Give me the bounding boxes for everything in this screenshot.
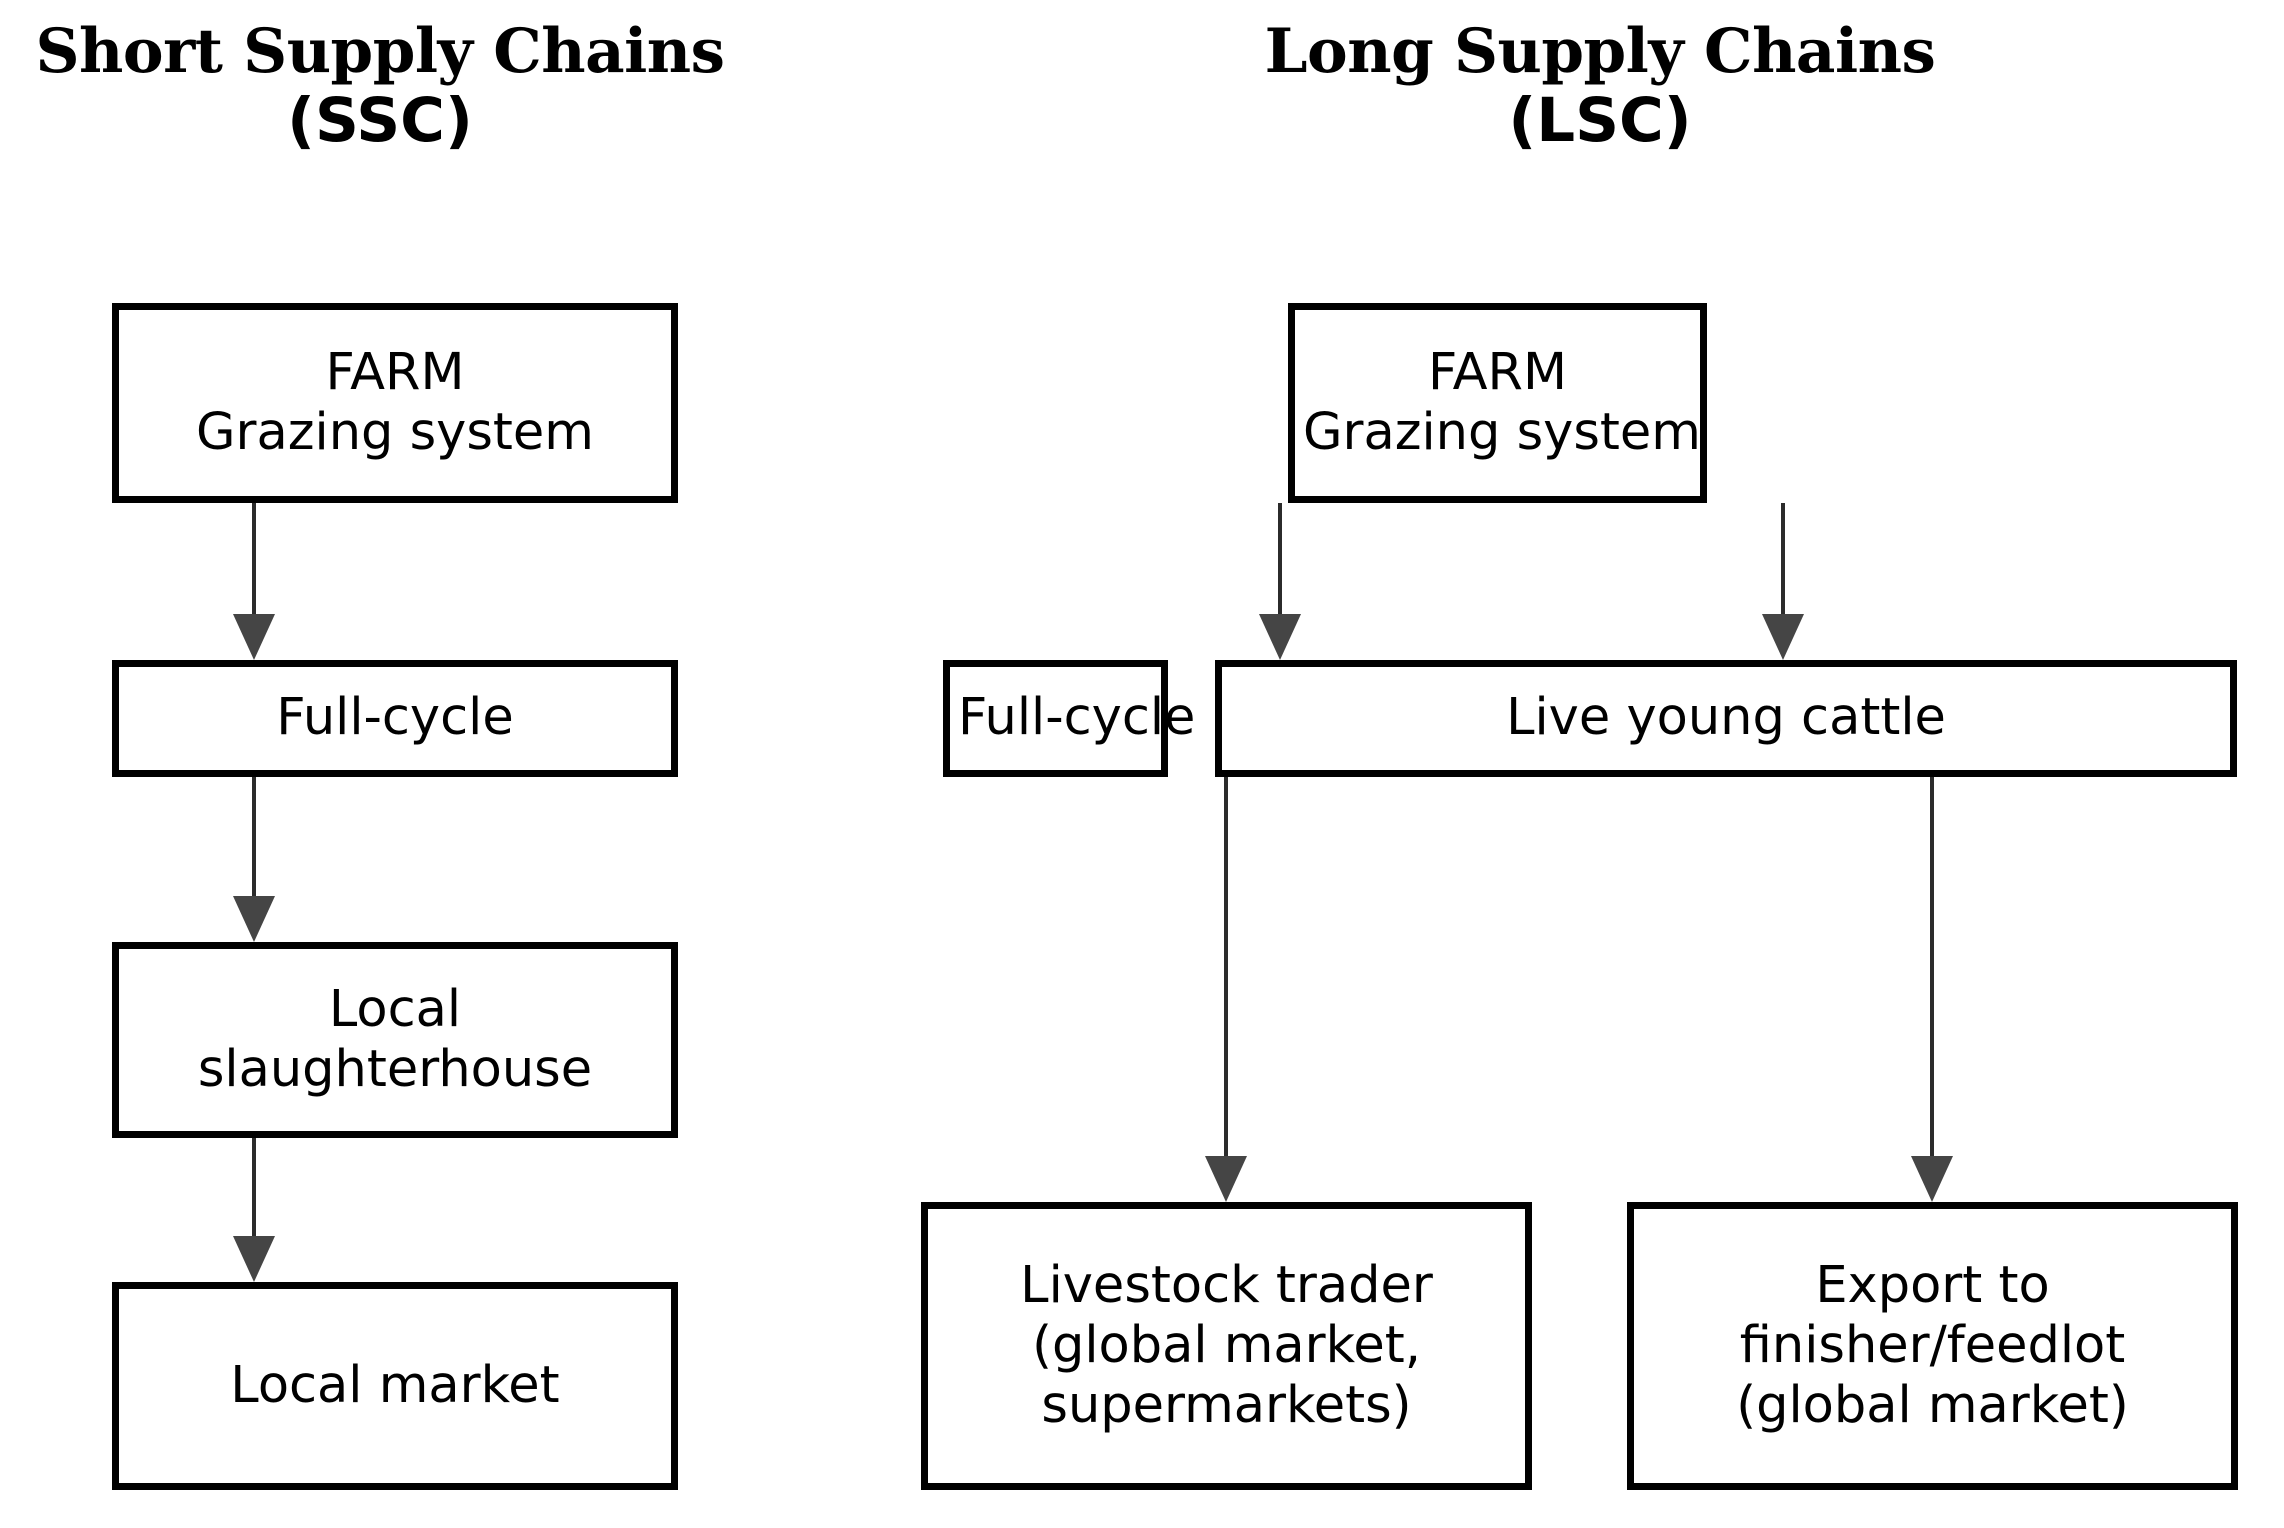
node-ssc-farm-line1: FARM — [325, 342, 465, 402]
ssc-title-abbreviation: (SSC) — [287, 85, 473, 157]
node-lsc-export-to-finisher[interactable]: Export to finisher/feedlot (global marke… — [1627, 1202, 2238, 1490]
node-lsc-live-young-cattle[interactable]: Live young cattle — [1215, 660, 2237, 777]
node-lsc-farm-line2: Grazing system — [1303, 403, 1701, 462]
node-lsc-trader-line2: (global market, — [1032, 1315, 1421, 1375]
node-lsc-export-line3: (global market) — [1736, 1376, 2129, 1436]
node-ssc-slaughterhouse-line2: slaughterhouse — [197, 1040, 593, 1099]
arrow-head — [1259, 614, 1301, 660]
node-ssc-local-market[interactable]: Local market — [112, 1282, 678, 1490]
arrow-stem — [1930, 777, 1934, 1156]
arrow-ssc-fullcycle-to-slaughterhouse — [112, 777, 396, 942]
node-lsc-full-cycle[interactable]: Full-cycle — [943, 660, 1196, 777]
node-ssc-local-slaughterhouse[interactable]: Local slaughterhouse — [112, 942, 678, 1138]
node-lsc-farm-line1: FARM — [1428, 342, 1567, 402]
arrow-head — [233, 1236, 275, 1282]
node-ssc-slaughterhouse-line1: Local — [328, 979, 462, 1039]
arrow-lsc-livecattle-to-export — [1879, 777, 1985, 1202]
node-ssc-farm-line2: Grazing system — [196, 403, 594, 462]
arrow-ssc-slaughterhouse-to-market — [112, 1138, 396, 1282]
column-title-lsc: Long Supply Chains (LSC) — [1190, 20, 2010, 153]
arrow-stem — [1278, 503, 1282, 614]
ssc-title-main: Short Supply Chains — [35, 16, 726, 87]
arrow-lsc-farm-to-livecattle — [1730, 503, 1836, 660]
node-lsc-export-line2: finisher/feedlot — [1739, 1315, 2126, 1375]
arrow-head — [1205, 1156, 1247, 1202]
arrow-stem — [1781, 503, 1785, 614]
node-lsc-full-cycle-line1: Full-cycle — [958, 688, 1196, 748]
node-lsc-export-line1: Export to — [1815, 1255, 2050, 1315]
arrow-lsc-fullcycle-to-trader — [1173, 777, 1279, 1202]
arrow-head — [1762, 614, 1804, 660]
arrow-head — [233, 614, 275, 660]
column-title-ssc: Short Supply Chains (SSC) — [0, 20, 760, 153]
arrow-lsc-farm-to-fullcycle — [1227, 503, 1333, 660]
lsc-title-main: Long Supply Chains — [1264, 16, 1936, 87]
arrow-head — [233, 896, 275, 942]
arrow-head — [1911, 1156, 1953, 1202]
node-ssc-full-cycle-line1: Full-cycle — [276, 688, 514, 748]
node-lsc-farm[interactable]: FARM Grazing system — [1288, 303, 1707, 503]
arrow-ssc-farm-to-fullcycle — [112, 503, 396, 660]
arrow-stem — [252, 503, 256, 614]
lsc-title-abbreviation: (LSC) — [1508, 85, 1692, 157]
arrow-stem — [1224, 777, 1228, 1156]
node-lsc-livestock-trader[interactable]: Livestock trader (global market, superma… — [921, 1202, 1532, 1490]
node-ssc-local-market-line1: Local market — [230, 1355, 560, 1415]
node-lsc-trader-line3: supermarkets) — [1041, 1376, 1412, 1436]
node-lsc-live-young-cattle-line1: Live young cattle — [1506, 688, 1946, 748]
arrow-stem — [252, 1138, 256, 1236]
node-ssc-farm[interactable]: FARM Grazing system — [112, 303, 678, 503]
node-ssc-full-cycle[interactable]: Full-cycle — [112, 660, 678, 777]
arrow-stem — [252, 777, 256, 896]
node-lsc-trader-line1: Livestock trader — [1020, 1255, 1433, 1315]
